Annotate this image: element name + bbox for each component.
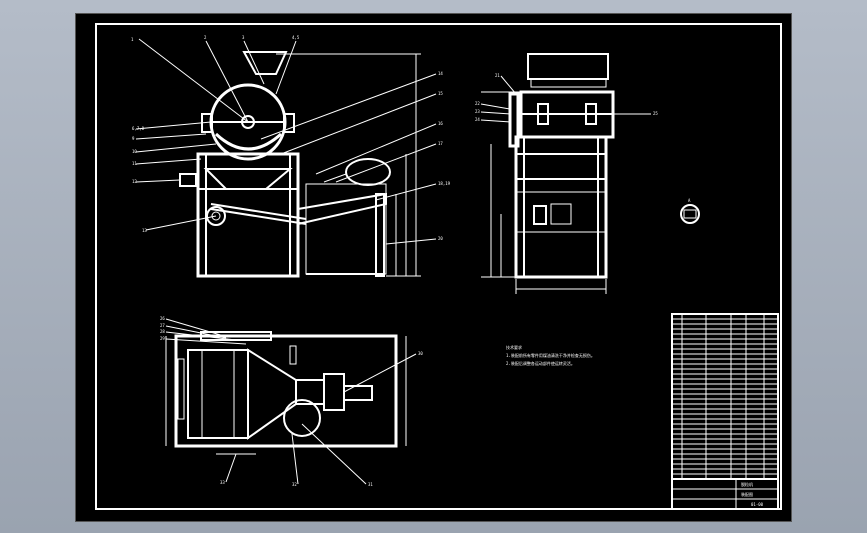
svg-text:13: 13	[142, 228, 147, 233]
title-block: 脱粒机 装配图 01-00	[671, 313, 779, 510]
title-line-1: 脱粒机	[741, 481, 753, 487]
parts-list-frame	[671, 313, 779, 510]
drawing-border	[95, 23, 782, 510]
svg-text:3: 3	[242, 35, 245, 40]
technical-notes: 技术要求 1.装配前所有零件用煤油清洗干净并检查无损伤。 2.装配后调整各运动部…	[506, 344, 595, 366]
svg-text:16: 16	[438, 121, 443, 126]
notes-line-2: 2.装配后调整各运动部件使运转灵活。	[506, 360, 575, 366]
drawing-canvas: 1 2 3 4,5 6,7,8 9 10 11 12 13 14 15 16 1…	[95, 23, 782, 510]
svg-text:20: 20	[438, 236, 443, 241]
detail-view: A	[680, 198, 700, 224]
svg-text:28: 28	[160, 329, 165, 334]
svg-text:24: 24	[475, 117, 480, 122]
svg-text:1: 1	[131, 37, 134, 42]
notes-heading: 技术要求	[506, 344, 522, 350]
svg-text:10: 10	[132, 149, 137, 154]
svg-text:33: 33	[220, 480, 225, 485]
svg-text:9: 9	[132, 136, 135, 141]
svg-text:27: 27	[160, 323, 165, 328]
svg-text:23: 23	[475, 109, 480, 114]
svg-text:11: 11	[132, 161, 137, 166]
svg-text:25: 25	[653, 111, 658, 116]
svg-text:2: 2	[204, 35, 207, 40]
top-view: 26 27 28 29 30 31 32 33	[160, 316, 423, 487]
parts-list-rows	[672, 314, 778, 479]
title-line-2: 装配图	[741, 491, 753, 497]
drawing-number: 01-00	[751, 502, 764, 507]
svg-text:30: 30	[418, 351, 423, 356]
svg-text:12: 12	[132, 179, 137, 184]
drawing-sheet: 1 2 3 4,5 6,7,8 9 10 11 12 13 14 15 16 1…	[75, 13, 792, 522]
svg-text:22: 22	[475, 101, 480, 106]
notes-line-1: 1.装配前所有零件用煤油清洗干净并检查无损伤。	[506, 352, 595, 358]
svg-text:6,7,8: 6,7,8	[132, 126, 145, 131]
svg-text:29: 29	[160, 336, 165, 341]
svg-text:26: 26	[160, 316, 165, 321]
svg-text:15: 15	[438, 91, 443, 96]
side-view: 21 22 23 24 25	[475, 53, 658, 294]
svg-text:32: 32	[292, 482, 297, 487]
svg-text:17: 17	[438, 141, 443, 146]
svg-text:31: 31	[368, 482, 373, 487]
svg-text:A: A	[688, 198, 691, 203]
svg-text:18,19: 18,19	[438, 181, 451, 186]
svg-text:14: 14	[438, 71, 443, 76]
svg-text:21: 21	[495, 73, 500, 78]
svg-text:4,5: 4,5	[292, 35, 300, 40]
front-view: 1 2 3 4,5 6,7,8 9 10 11 12 13 14 15 16 1…	[131, 35, 451, 278]
